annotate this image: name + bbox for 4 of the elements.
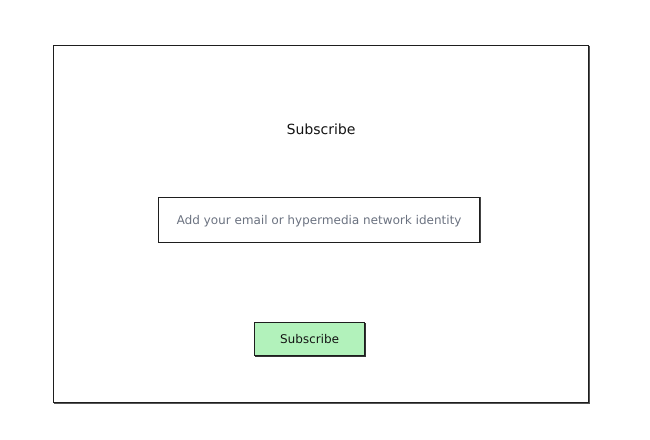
form-card <box>53 45 589 403</box>
subscribe-button: Subscribe <box>254 322 365 356</box>
form-heading: Subscribe <box>286 122 356 138</box>
input-field: Add your email or hypermedia network identity <box>158 197 480 243</box>
